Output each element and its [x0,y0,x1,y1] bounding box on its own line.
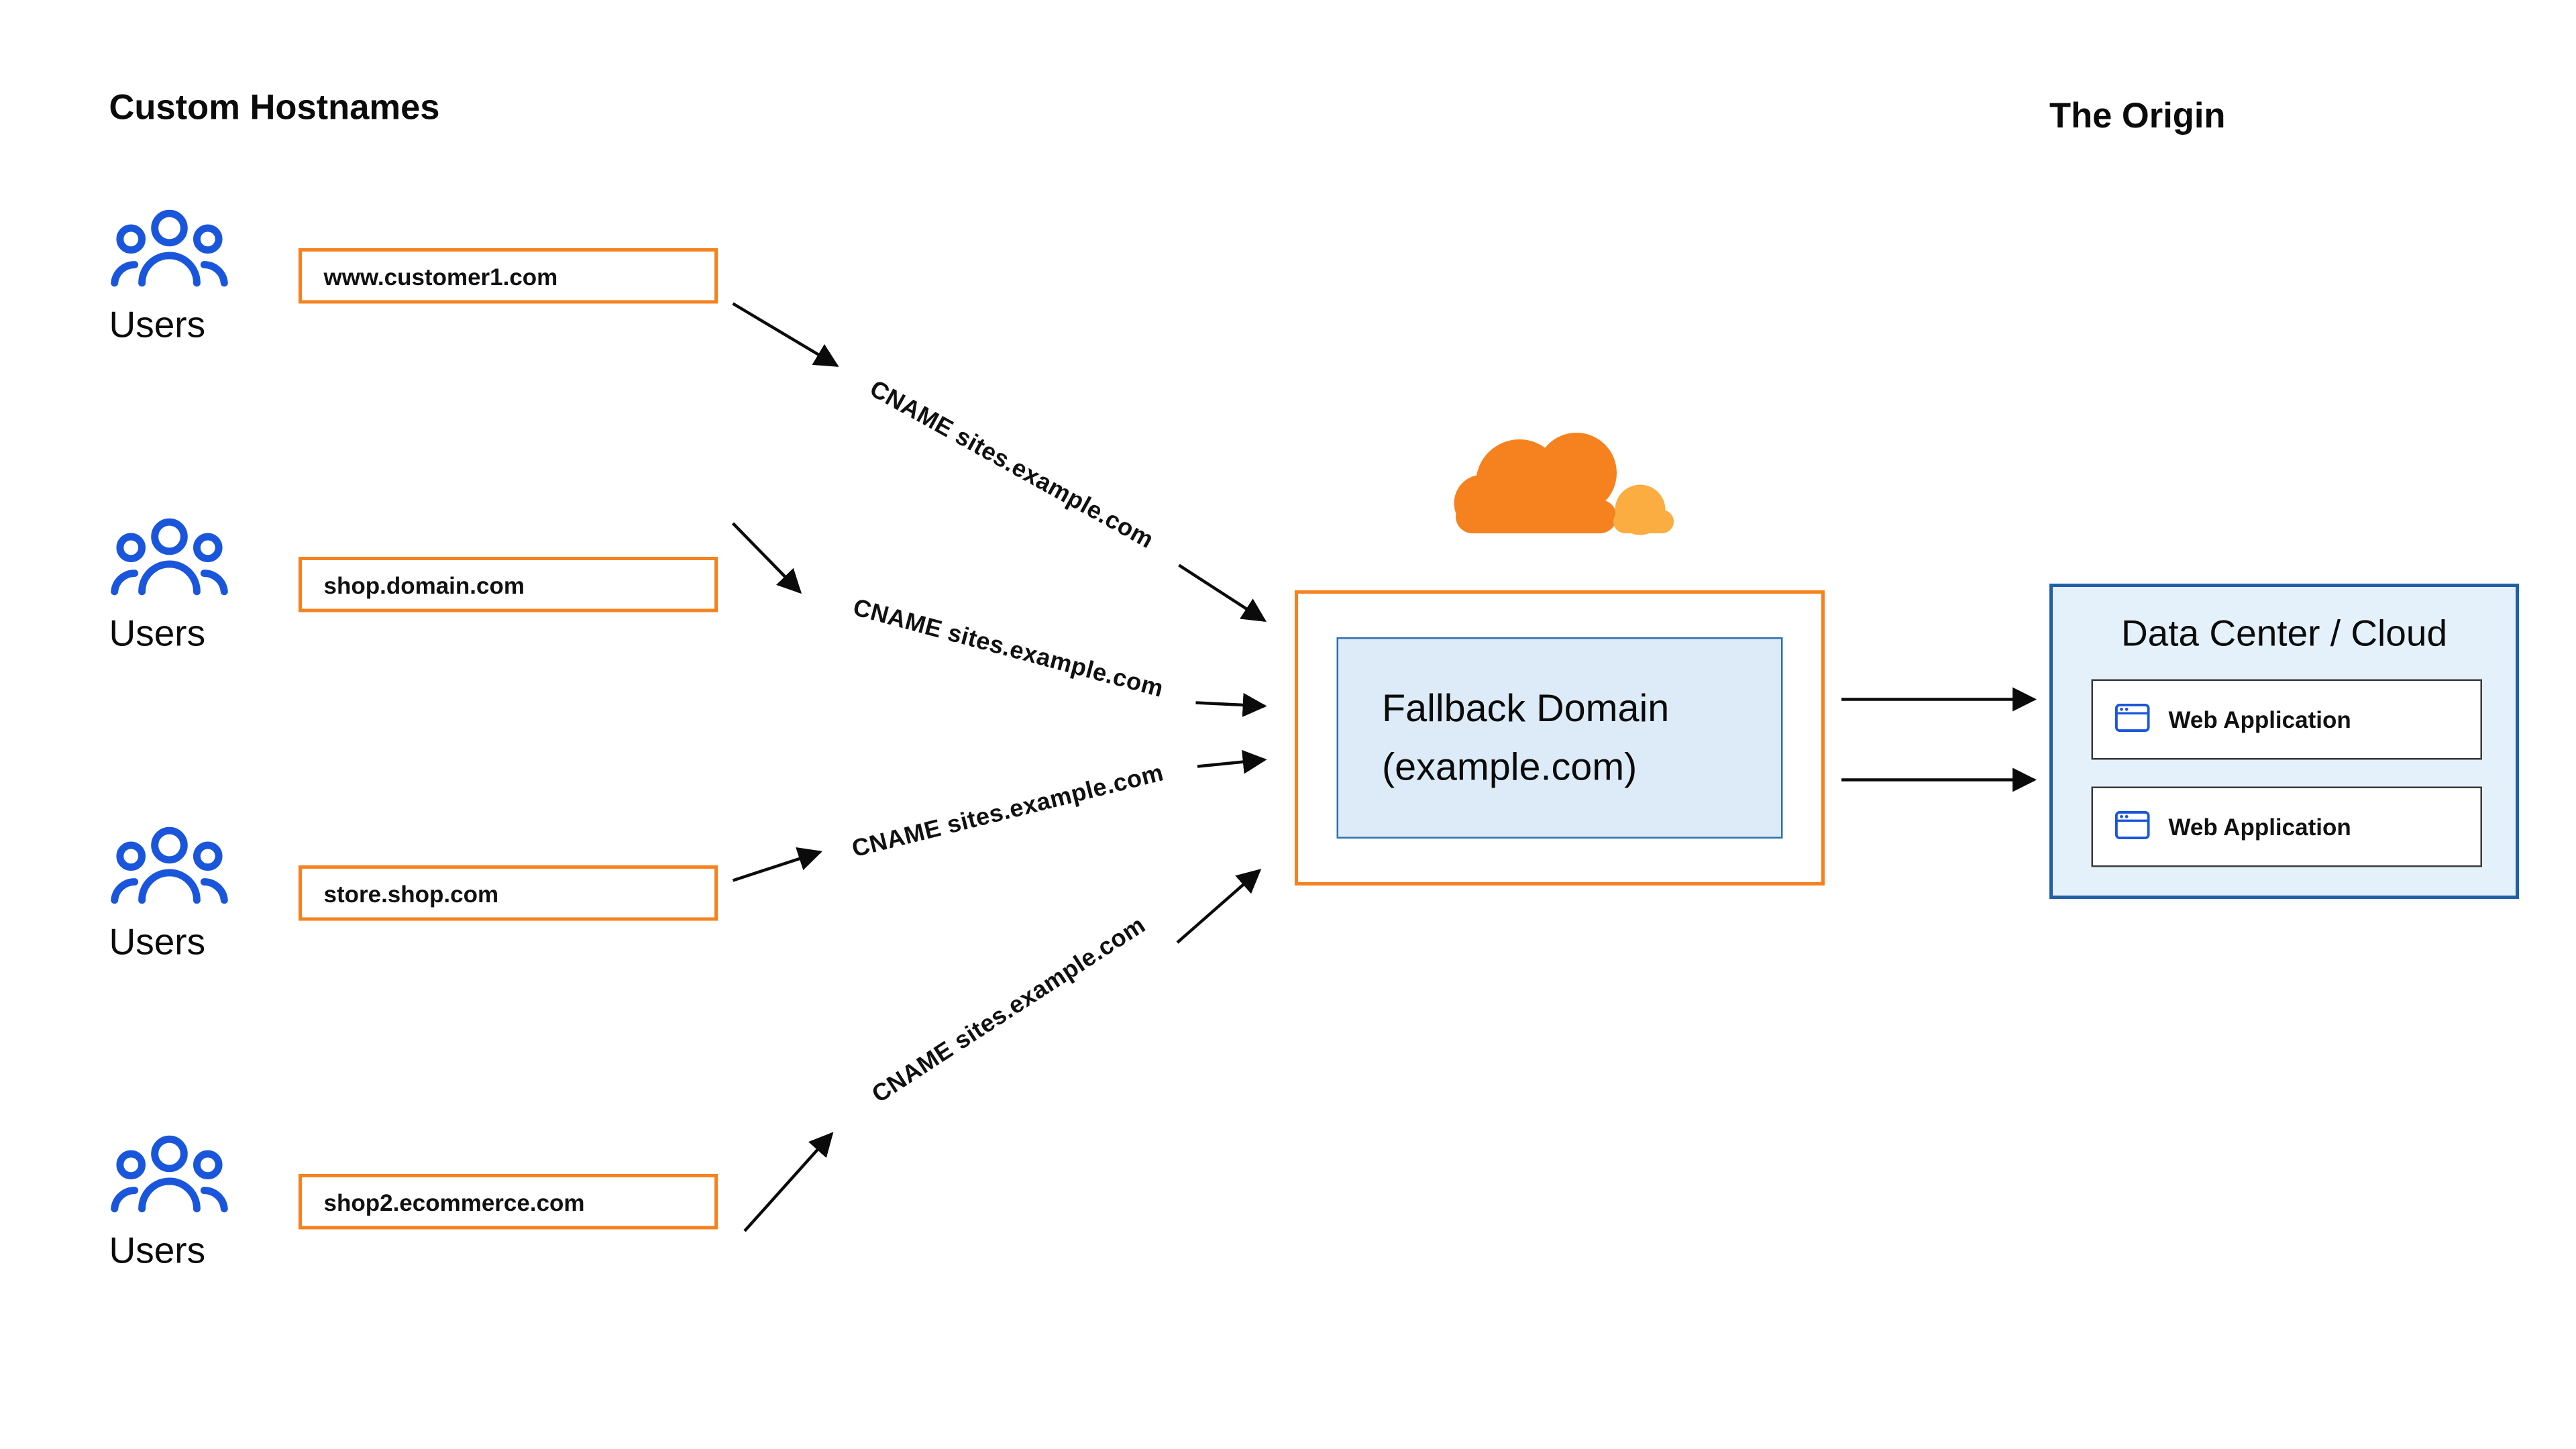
cloudflare-cloud-logo [1422,416,1690,566]
web-application-label: Web Application [2168,813,2351,841]
hostname-label: store.shop.com [323,879,499,907]
cname-label-3: CNAME sites.example.com [849,758,1167,862]
hostname-box-store-shop: store.shop.com [299,865,718,921]
users-icon [109,825,361,906]
fallback-domain-box: Fallback Domain (example.com) [1336,637,1783,839]
users-icon [109,517,361,597]
users-icon [109,208,361,288]
cname-label-2: CNAME sites.example.com [851,593,1167,702]
custom-hostnames-title: Custom Hostnames [109,89,440,128]
fallback-domain-line2: (example.com) [1382,745,1638,788]
users-label: Users [109,612,206,655]
arrow-line [732,302,839,367]
users-label: Users [109,920,206,963]
browser-window-icon [2114,809,2151,845]
users-label: Users [109,303,206,346]
arrow-line [731,522,802,594]
web-application-box-2: Web Application [2091,786,2482,867]
data-center-title: Data Center / Cloud [2121,612,2448,655]
hostname-box-www-customer1: www.customer1.com [299,248,718,304]
web-application-label: Web Application [2168,706,2351,733]
users-label: Users [109,1229,206,1272]
user-group-4: Users [109,1134,361,1273]
user-group-1: Users [109,208,361,347]
user-group-2: Users [109,517,361,656]
hostname-box-shop-domain: shop.domain.com [299,557,718,612]
hostname-box-shop2-ecommerce: shop2.ecommerce.com [299,1174,718,1230]
cname-label-4: CNAME sites.example.com [867,910,1150,1108]
origin-title: The Origin [2049,97,2226,136]
arrow-line [1197,749,1267,774]
fallback-domain-line1: Fallback Domain [1382,686,1670,730]
users-icon [109,1134,361,1214]
browser-window-icon [2114,702,2151,737]
hostname-label: shop.domain.com [323,571,525,598]
data-center-box: Data Center / Cloud Web Application [2049,584,2519,899]
arrow-line [1176,869,1262,944]
fallback-domain-outer-box: Fallback Domain (example.com) [1295,590,1825,885]
user-group-3: Users [109,825,361,965]
arrow-line [743,1132,834,1232]
arrow-line [1195,692,1267,717]
cname-label-1: CNAME sites.example.com [865,374,1159,553]
arrow-line [732,847,822,882]
hostname-label: shop2.ecommerce.com [323,1188,585,1216]
arrow-line [1178,564,1267,622]
web-application-box-1: Web Application [2091,679,2482,760]
hostname-label: www.customer1.com [323,262,558,290]
